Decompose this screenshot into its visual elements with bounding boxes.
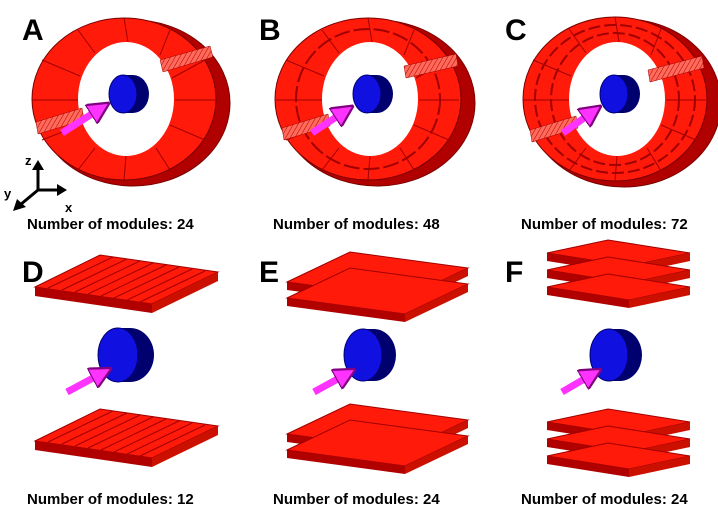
panel-b: B: [259, 14, 476, 187]
panel-letter-c: C: [505, 14, 527, 47]
panel-letter-b: B: [259, 14, 281, 47]
beam-arrow: [312, 371, 352, 396]
radiation-source: [589, 328, 642, 382]
planar-detector-top: [285, 251, 470, 322]
planar-detector-bottom: [285, 403, 470, 474]
caption-d: Number of modules: 12: [27, 491, 194, 508]
axis-label-x: x: [65, 200, 73, 215]
coordinate-axes: z y x: [4, 153, 73, 215]
panel-f: F: [505, 239, 691, 477]
panel-a: A: [22, 14, 231, 187]
beam-arrow: [560, 371, 598, 396]
panel-c: C: [505, 14, 718, 188]
caption-e: Number of modules: 24: [273, 491, 440, 508]
beam-arrow: [60, 105, 106, 136]
axis-label-y: y: [4, 186, 12, 201]
axis-label-z: z: [25, 153, 32, 168]
panel-d: D: [22, 254, 220, 467]
caption-c: Number of modules: 72: [521, 216, 688, 233]
beam-arrow: [65, 370, 108, 396]
beam-arrow: [560, 108, 598, 136]
planar-detector-top: [33, 254, 220, 313]
planar-detector-bottom: [546, 408, 691, 477]
beam-arrow: [310, 108, 350, 136]
panel-letter-e: E: [259, 256, 279, 289]
radiation-source: [352, 74, 393, 114]
caption-f: Number of modules: 24: [521, 491, 688, 508]
caption-b: Number of modules: 48: [273, 216, 440, 233]
caption-a: Number of modules: 24: [27, 216, 194, 233]
panel-letter-f: F: [505, 256, 523, 289]
planar-detector-top: [546, 239, 691, 308]
planar-detector-bottom: [33, 408, 220, 467]
panel-e: E: [259, 251, 470, 474]
radiation-source: [108, 74, 149, 114]
radiation-source: [599, 74, 640, 114]
panel-letter-a: A: [22, 14, 44, 47]
panel-letter-d: D: [22, 256, 44, 289]
